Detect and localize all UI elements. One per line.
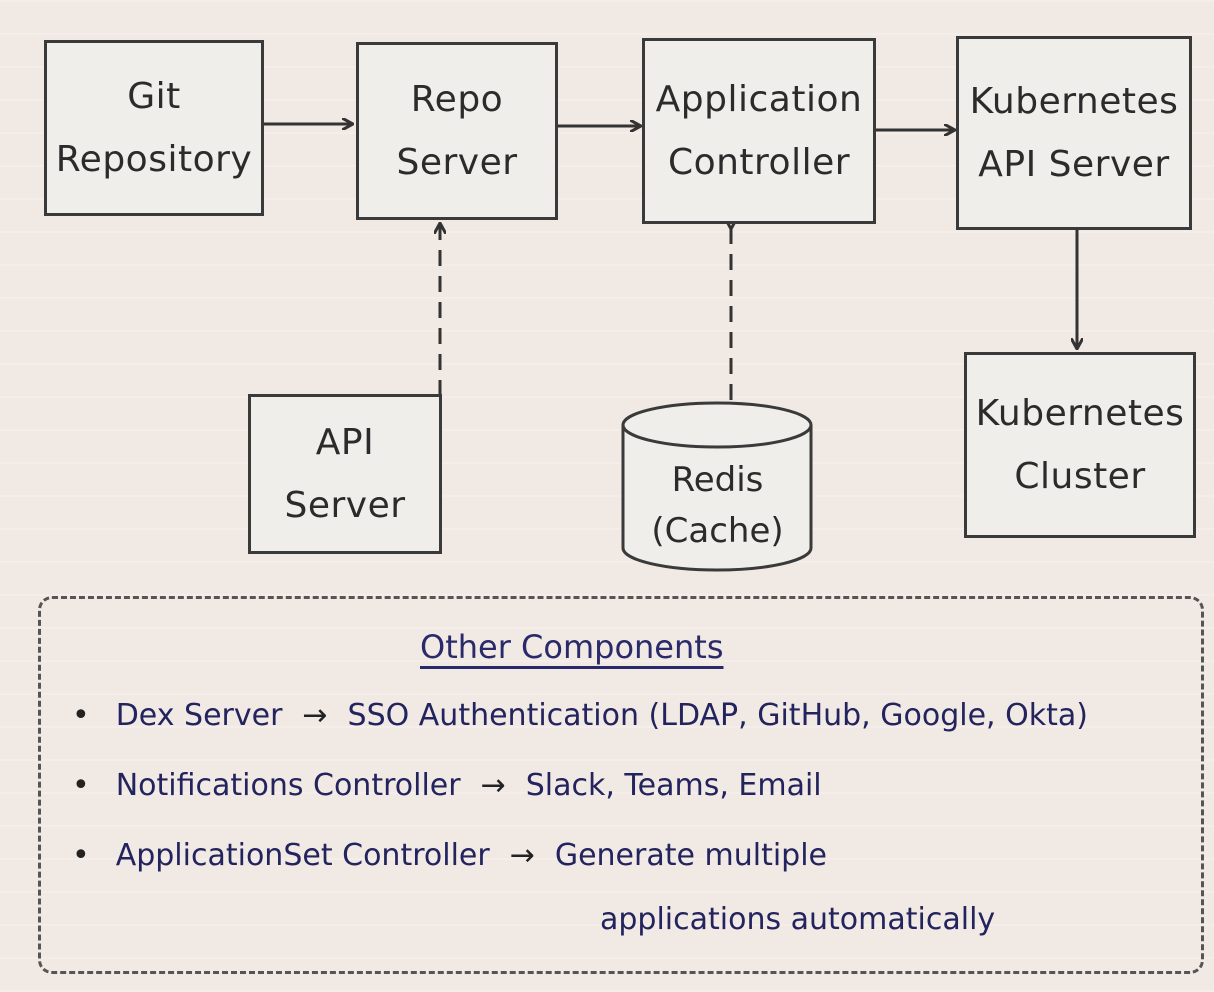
component-description: SSO Authentication (LDAP, GitHub, Google… xyxy=(347,698,1088,733)
component-description: Generate multiple xyxy=(554,838,827,873)
kubernetes-cluster-node: Kubernetes Cluster xyxy=(964,352,1196,538)
repo-server-line2: Server xyxy=(396,142,518,183)
right-arrow-icon: → xyxy=(480,768,506,803)
redis-cylinder xyxy=(621,401,813,572)
component-item-applicationset: • ApplicationSet Controller → Generate mult… xyxy=(72,838,827,873)
repo-server-line1: Repo xyxy=(410,79,504,120)
api-server-node: API Server xyxy=(248,394,442,554)
kubernetes-api-server-node: Kubernetes API Server xyxy=(956,36,1192,230)
git-repository-node: Git Repository xyxy=(44,40,264,216)
git-repository-line2: Repository xyxy=(55,139,253,180)
application-controller-line2: Controller xyxy=(667,142,851,183)
component-name: Notifications Controller xyxy=(115,768,461,803)
api-server-line2: Server xyxy=(284,485,406,526)
api-server-line1: API xyxy=(315,422,375,463)
component-name: Dex Server xyxy=(115,698,283,733)
bullet-dot: • xyxy=(72,698,90,733)
component-name: ApplicationSet Controller xyxy=(115,838,490,873)
kubernetes-api-server-line1: Kubernetes xyxy=(969,81,1179,122)
right-arrow-icon: → xyxy=(302,698,328,733)
bullet-dot: • xyxy=(72,768,90,803)
application-controller-node: Application Controller xyxy=(642,38,876,224)
redis-label: Redis (Cache) xyxy=(620,455,815,557)
git-repository-line1: Git xyxy=(127,76,181,117)
component-item-dex: • Dex Server → SSO Authentication (LDAP, Gi… xyxy=(72,698,1088,733)
bullet-dot: • xyxy=(72,838,90,873)
kubernetes-cluster-line2: Cluster xyxy=(1014,456,1146,497)
redis-line2: (Cache) xyxy=(651,511,784,551)
application-controller-line1: Application xyxy=(655,79,863,120)
component-description-continued: applications automatically xyxy=(600,902,996,937)
repo-server-node: Repo Server xyxy=(356,42,558,220)
kubernetes-cluster-line1: Kubernetes xyxy=(975,393,1185,434)
right-arrow-icon: → xyxy=(509,838,535,873)
other-components-title: Other Components xyxy=(420,628,724,666)
other-components-box xyxy=(38,596,1204,974)
redis-line1: Redis xyxy=(671,460,764,500)
component-description: Slack, Teams, Email xyxy=(525,768,822,803)
component-item-notifications: • Notifications Controller → Slack, Teams, … xyxy=(72,768,822,803)
kubernetes-api-server-line2: API Server xyxy=(978,144,1170,185)
